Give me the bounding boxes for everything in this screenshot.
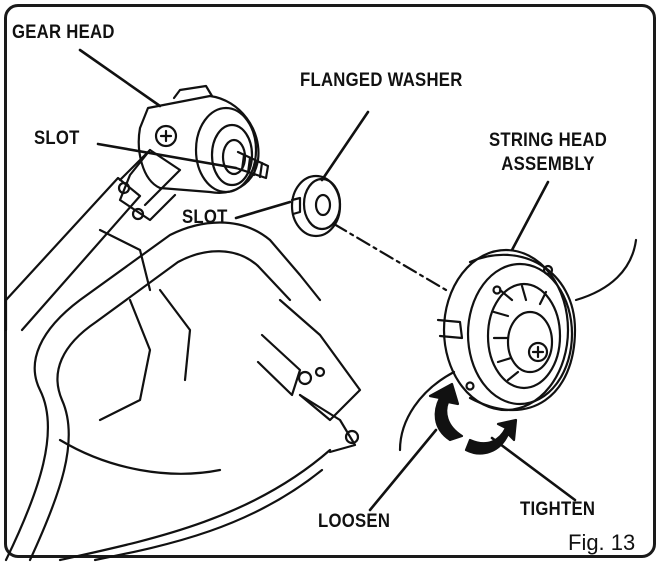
label-gear-head: GEAR HEAD [12, 22, 115, 43]
label-flanged-washer: FLANGED WASHER [300, 70, 463, 91]
label-string-head-line2: ASSEMBLY [501, 154, 595, 175]
label-loosen: LOOSEN [318, 511, 391, 532]
guard-art [4, 181, 362, 562]
figure-number: Fig. 13 [568, 530, 636, 555]
label-slot-washer: SLOT [182, 207, 228, 228]
rotation-arrows [428, 382, 518, 455]
axis-line [332, 222, 448, 292]
label-slot-gear-head: SLOT [34, 128, 80, 149]
gear-head-art [118, 84, 270, 222]
flanged-washer-art [290, 174, 342, 238]
label-string-head-line1: STRING HEAD [488, 130, 608, 151]
label-tighten: TIGHTEN [520, 499, 596, 520]
figure-frame [4, 4, 656, 558]
shaft-art [4, 148, 182, 332]
string-head-art [398, 238, 638, 452]
leader-lines [78, 48, 577, 512]
